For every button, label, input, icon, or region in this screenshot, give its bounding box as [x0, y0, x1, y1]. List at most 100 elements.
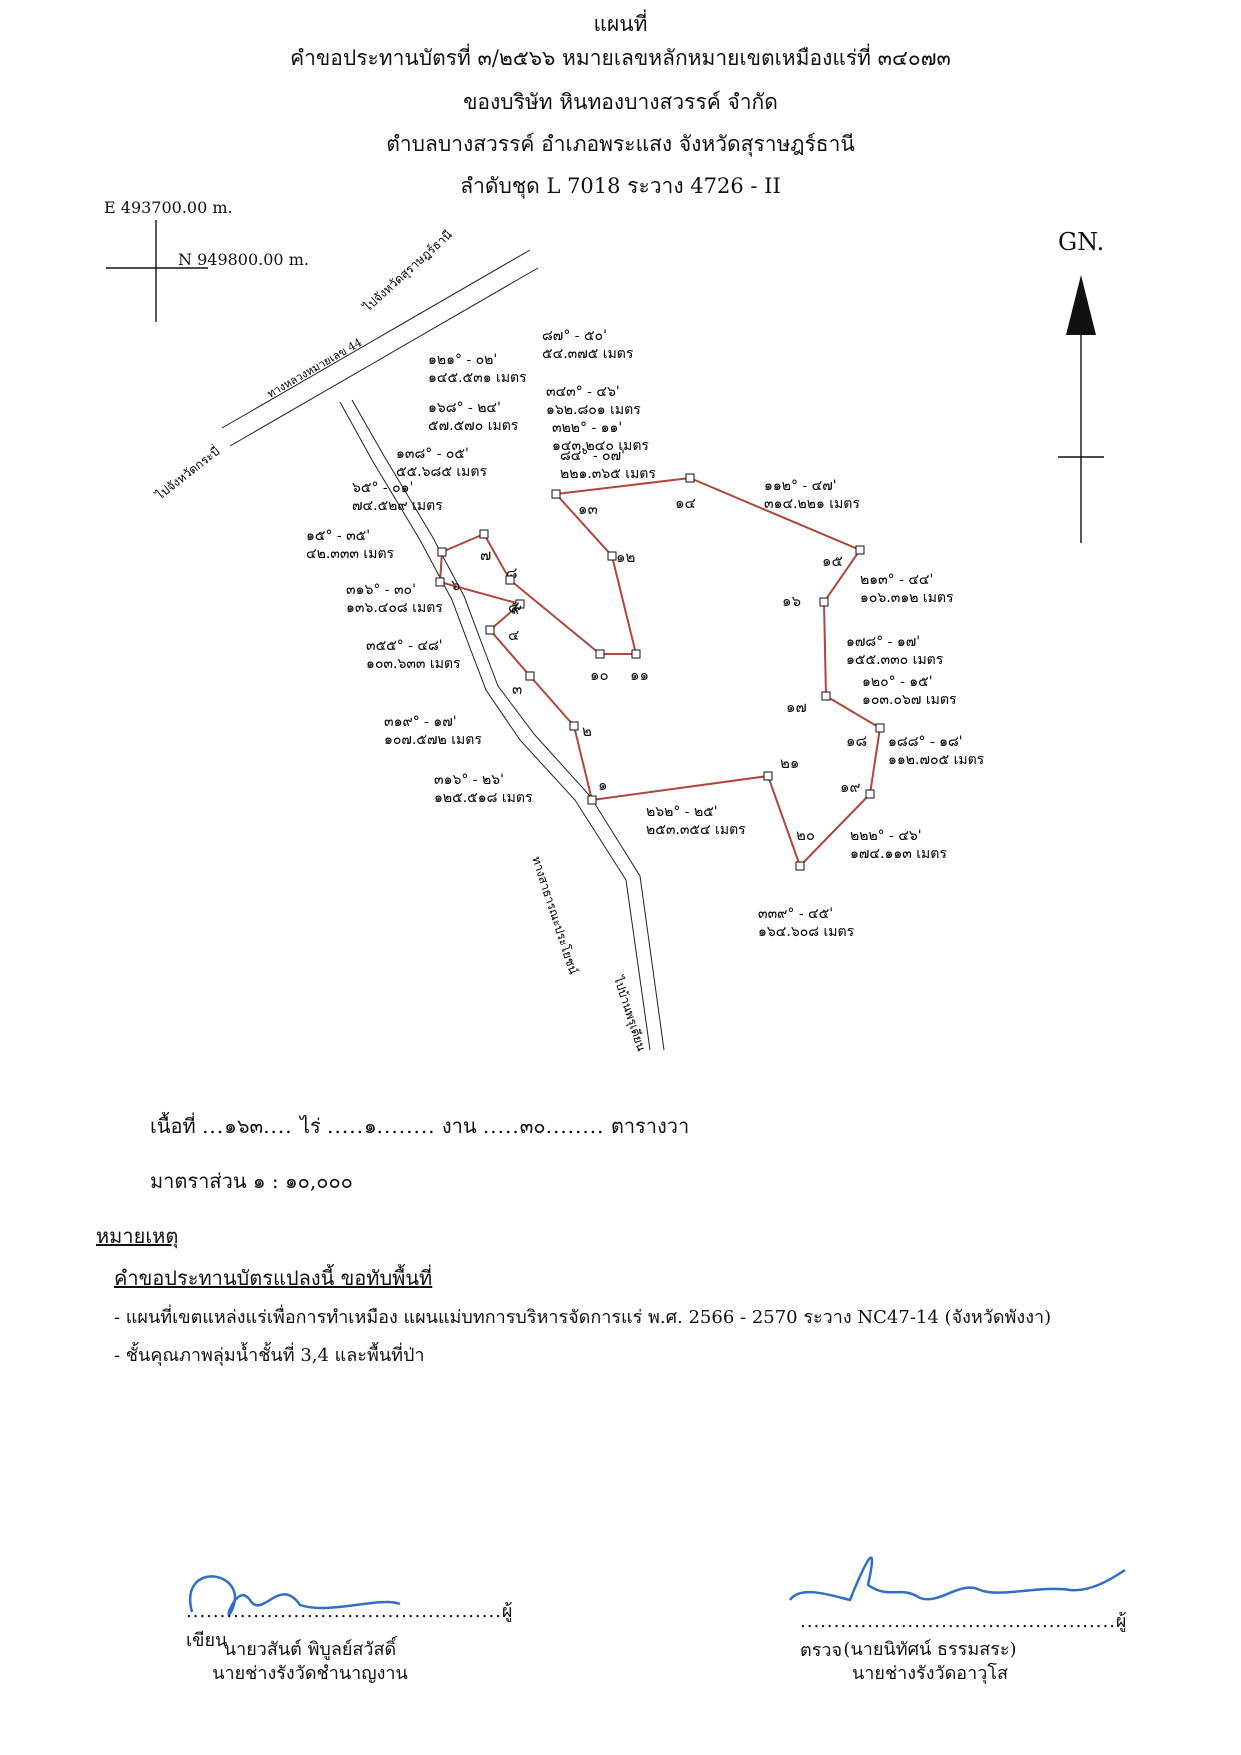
station-label-21: ๒๑ — [780, 754, 799, 772]
bearing-angle-9: ๓๑๖° - ๒๖' — [434, 772, 504, 788]
bearing-distance-3: ๕๕.๖๘๕ เมตร — [396, 464, 487, 480]
bearing-distance-10: ๕๔.๓๗๕ เมตร — [542, 346, 634, 362]
bearing-distance-11: ๑๖๒.๘๐๑ เมตร — [546, 402, 641, 418]
station-label-13: ๑๓ — [578, 500, 598, 518]
bearing-angle-3: ๑๓๘° - ๐๕' — [396, 446, 469, 462]
boundary-marker-21 — [763, 771, 773, 781]
station-label-16: ๑๖ — [782, 592, 801, 610]
public-way-road — [339, 399, 665, 1051]
bearing-distance-5: ๔๒.๓๓๓ เมตร — [306, 546, 395, 562]
boundary-marker-11 — [631, 649, 641, 659]
bearing-distance-8: ๑๐๗.๕๗๒ เมตร — [384, 732, 482, 748]
station-label-17: ๑๗ — [786, 698, 807, 716]
remarks-subheading: คำขอประทานบัตรแปลงนี้ ขอทับพื้นที่ — [114, 1266, 433, 1290]
station-label-20: ๒๐ — [796, 826, 815, 844]
bearing-angle-4: ๖๕° - ๐๑' — [352, 480, 413, 496]
road-to-village-label: ไปบ้านพรุเตียน — [610, 974, 649, 1053]
station-label-3: ๓ — [512, 680, 522, 698]
road-to-surat-label: ไปจังหวัดสุราษฎร์ธานี — [360, 227, 456, 315]
bearing-angle-19: ๒๒๒° - ๔๖' — [850, 828, 922, 844]
bearing-distance-20: ๑๖๔.๖๐๘ เมตร — [758, 924, 855, 940]
station-label-9: ๙ — [511, 600, 522, 618]
bearing-distance-6: ๑๓๖.๔๐๘ เมตร — [346, 600, 443, 616]
bearing-distance-7: ๑๐๓.๖๓๓ เมตร — [366, 656, 461, 672]
bearing-angle-6: ๓๑๖° - ๓๐' — [346, 582, 416, 598]
bearing-distance-15: ๑๐๖.๓๑๒ เมตร — [860, 590, 954, 606]
boundary-marker-12 — [607, 551, 617, 561]
bearing-distance-18: ๑๑๒.๗๐๕ เมตร — [888, 752, 985, 768]
bearing-distance-19: ๑๗๔.๑๑๓ เมตร — [850, 846, 947, 862]
easting-label: E 493700.00 m. — [104, 198, 233, 217]
boundary-marker-7 — [437, 547, 447, 557]
bearing-angle-17: ๑๒๐° - ๑๕' — [862, 674, 933, 690]
boundary-marker-13 — [551, 489, 561, 499]
bearing-angle-18: ๑๘๘° - ๑๘' — [888, 734, 963, 750]
bearing-angle-15: ๒๑๓° - ๔๔' — [860, 572, 933, 588]
bearing-distance-12: ๑๔๓.๒๔๐ เมตร — [552, 438, 649, 454]
bearing-distance-9: ๑๒๕.๕๑๘ เมตร — [434, 790, 533, 806]
bearing-angle-10: ๘๗° - ๕๐' — [542, 328, 607, 344]
left-signature-icon — [189, 1575, 401, 1616]
area-rai: ๑๖๓ — [224, 1114, 264, 1138]
sheet-line: ลำดับชุด L 7018 ระวาง 4726 - II — [460, 174, 781, 198]
map-scale: มาตราส่วน ๑ : ๑๐,๐๐๐ — [150, 1169, 353, 1193]
application-line: คำขอประทานบัตรที่ ๓/๒๕๖๖ หมายเลขหลักหมาย… — [290, 46, 951, 70]
writer-name: นายวสันต์ พิบูลย์สวัสดิ์ — [223, 1639, 397, 1660]
bearing-distance-4: ๗๔.๕๒๙ เมตร — [352, 498, 443, 514]
boundary-marker-20 — [795, 861, 805, 871]
checker-role: ผู้ตรวจ — [800, 1611, 1127, 1661]
checker-name: (นายนิทัศน์ ธรรมสระ) — [843, 1639, 1017, 1660]
right-signature-icon — [788, 1556, 1126, 1602]
highway-label: ทางหลวงหมายเลข 44 — [265, 336, 364, 401]
boundary-marker-3 — [525, 671, 535, 681]
bearing-distance-2: ๕๗.๕๗๐ เมตร — [428, 418, 519, 434]
remark-item-2: - ชั้นคุณภาพลุ่มน้ำชั้นที่ 3,4 และพื้นที… — [114, 1345, 425, 1366]
company-line: ของบริษัท หินทองบางสวรรค์ จำกัด — [463, 90, 778, 114]
boundary-marker-17 — [821, 691, 831, 701]
bearing-distance-14: ๓๑๔.๒๒๑ เมตร — [764, 496, 860, 512]
northing-label: N 949800.00 m. — [178, 250, 309, 269]
bearing-angle-14: ๑๑๒° - ๔๗' — [764, 478, 837, 494]
bearing-angle-5: ๑๕° - ๓๕' — [306, 528, 370, 544]
location-line: ตำบลบางสวรรค์ อำเภอพระแสง จังหวัดสุราษฎร… — [386, 132, 855, 156]
public-way-label: ทางสาธารณะประโยชน์ — [529, 855, 580, 976]
road-to-krabi-label: ไปจังหวัดกระบี่ — [151, 442, 222, 502]
bearing-angle-21: ๒๖๒° - ๒๕' — [646, 804, 718, 820]
area-label: เนื้อที่ — [150, 1114, 196, 1138]
bearing-angle-7: ๓๕๕° - ๔๘' — [366, 638, 443, 654]
bearing-angle-8: ๓๑๙° - ๑๗' — [384, 714, 457, 730]
checker-title: นายช่างรังวัดอาวุโส — [851, 1663, 1008, 1684]
boundary-marker-10 — [595, 649, 605, 659]
remarks-heading: หมายเหตุ — [96, 1224, 179, 1248]
bearing-angle-2: ๑๖๘° - ๒๔' — [428, 400, 501, 416]
bearing-angle-11: ๓๔๓° - ๔๖' — [546, 384, 620, 400]
boundary-marker-4 — [485, 625, 495, 635]
station-label-14: ๑๔ — [675, 494, 696, 512]
area-wa: ๓๐ — [519, 1114, 546, 1138]
writer-title: นายช่างรังวัดชำนาญงาน — [212, 1663, 408, 1684]
station-label-11: ๑๑ — [630, 666, 649, 684]
boundary-marker-18 — [875, 723, 885, 733]
area-ngan: ๑ — [363, 1114, 377, 1138]
highway-road — [221, 249, 539, 447]
area-rai-unit: ไร่ — [300, 1114, 321, 1138]
area-ngan-unit: งาน — [441, 1114, 477, 1138]
station-label-7: ๗ — [480, 546, 491, 564]
boundary-marker-14 — [685, 473, 695, 483]
boundary-marker-2 — [569, 721, 579, 731]
station-label-10: ๑๐ — [590, 666, 609, 684]
boundary-marker-16 — [819, 597, 829, 607]
north-label: GN. — [1058, 228, 1105, 256]
writer-role: ผู้เขียน — [186, 1601, 513, 1651]
area-line: เนื้อที่ ...๑๖๓.... ไร่ .....๑........ ง… — [150, 1114, 690, 1138]
boundary-marker-1 — [587, 795, 597, 805]
station-label-12: ๑๒ — [616, 548, 635, 566]
boundary-polygon — [438, 476, 882, 868]
area-wa-unit: ตารางวา — [610, 1114, 690, 1138]
station-label-2: ๒ — [582, 722, 592, 740]
map-title: แผนที่ — [593, 12, 648, 36]
left-signature-line: ........................................… — [186, 1601, 513, 1651]
bearing-angle-13: ๘๔° - ๐๗' — [560, 448, 625, 464]
